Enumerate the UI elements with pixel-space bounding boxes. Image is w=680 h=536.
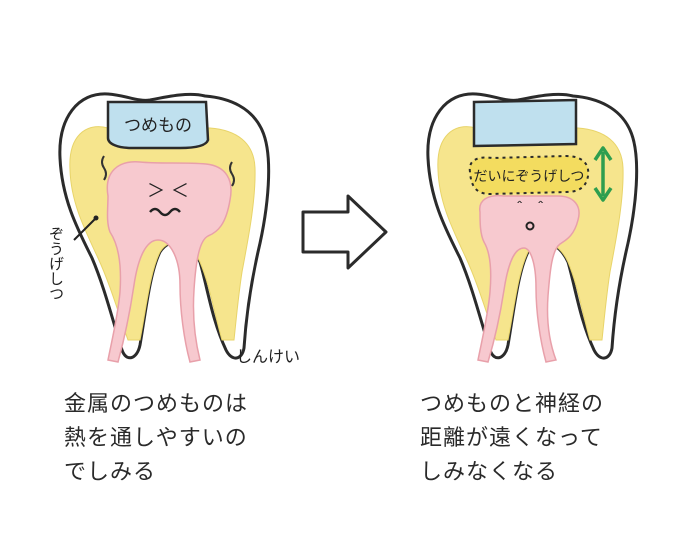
left-caption-line-3: でしみる — [64, 460, 157, 485]
left-pulp — [106, 161, 232, 363]
secondary-dentin-label: だいにぞうげしつ — [474, 169, 585, 185]
right-caption: つめものと神経の 距離が遠くなって しみなくなる — [420, 388, 604, 490]
right-caption-line-2: 距離が遠くなって — [420, 426, 603, 451]
left-filling — [106, 100, 210, 150]
left-caption-line-1: 金属のつめものは — [64, 392, 249, 417]
left-tooth: つめもの ＞ ＜ ぞうげしつ しんけい — [47, 92, 300, 366]
left-caption-line-2: 熱を通しやすいの — [64, 426, 248, 451]
left-filling-label: つめもの — [124, 116, 192, 136]
right-tooth: だいにぞうげしつ ＾ ＾ — [426, 92, 639, 363]
right-mouth — [525, 221, 535, 231]
right-happy-face: ＾ ＾ — [511, 200, 548, 220]
dentin-pointer-line — [73, 217, 97, 241]
left-pain-face: ＞ ＜ — [147, 181, 189, 202]
left-dentin-label: ぞうげしつ — [47, 226, 65, 301]
left-nerve-label: しんけい — [236, 347, 300, 366]
right-caption-line-3: しみなくなる — [420, 460, 559, 485]
left-heat-squiggle-1 — [101, 155, 107, 181]
left-wavy-mouth — [149, 207, 181, 217]
dentin-pointer-dot — [93, 215, 99, 221]
right-pulp — [477, 194, 580, 363]
right-filling — [472, 98, 578, 148]
left-heat-squiggle-2 — [229, 161, 235, 187]
left-caption: 金属のつめものは 熱を通しやすいの でしみる — [64, 388, 248, 490]
secondary-dentin-band — [468, 154, 590, 196]
transition-arrow — [301, 194, 388, 270]
distance-double-arrow-icon — [593, 146, 613, 202]
right-caption-line-1: つめものと神経の — [420, 392, 605, 417]
